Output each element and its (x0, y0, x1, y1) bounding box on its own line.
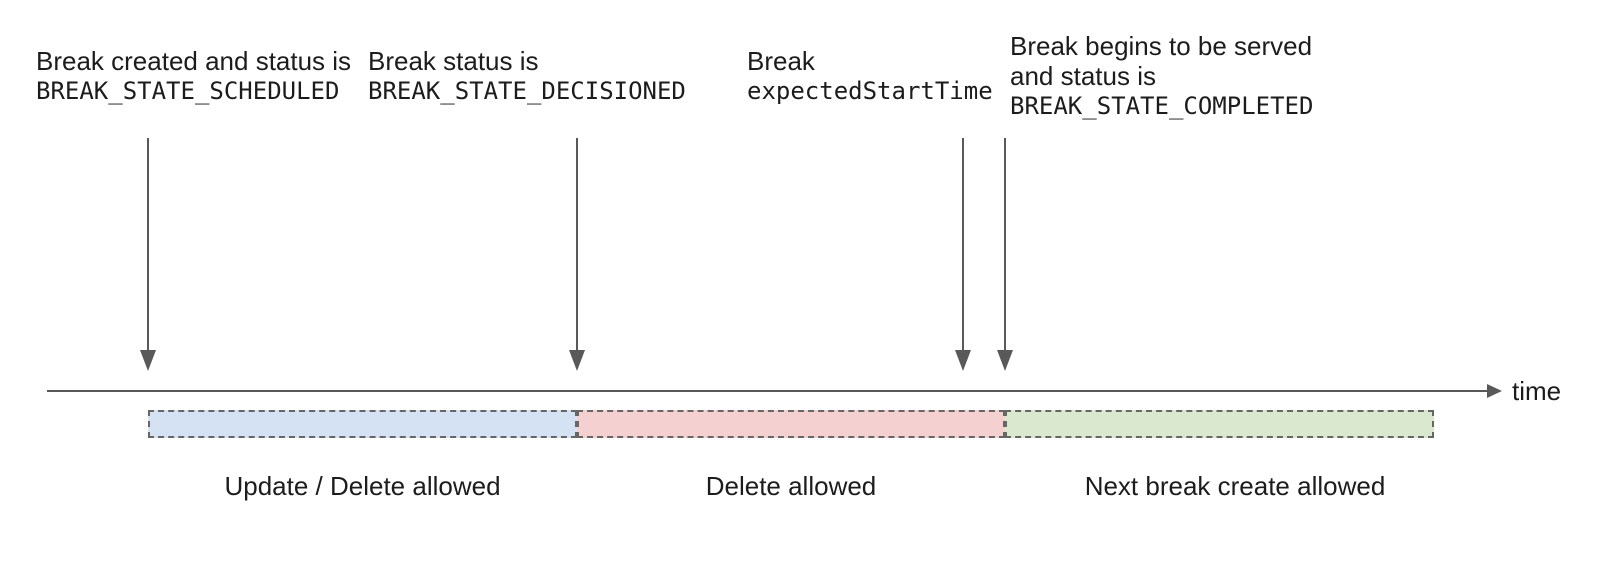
annotation-break-decisioned: Break status is BREAK_STATE_DECISIONED (368, 46, 686, 106)
segment-label-update-delete: Update / Delete allowed (224, 471, 501, 501)
segment-label-delete: Delete allowed (705, 471, 877, 501)
annotation-break-created: Break created and status is BREAK_STATE_… (36, 46, 351, 106)
annotation-text: Break created and status is (36, 46, 352, 76)
annotation-code-expected-start-time: expectedStartTime (747, 77, 993, 105)
annotation-text: Break status is (368, 46, 539, 76)
arrow-head-icon (569, 350, 585, 371)
annotation-expected-start-time: Break expectedStartTime (747, 46, 993, 106)
arrow-head-icon (997, 350, 1013, 371)
time-axis-line (47, 390, 1487, 392)
annotation-code-scheduled: BREAK_STATE_SCHEDULED (36, 77, 340, 105)
time-axis-arrow-icon (1487, 384, 1502, 398)
annotation-code-completed: BREAK_STATE_COMPLETED (1010, 92, 1314, 120)
annotation-break-completed: Break begins to be served and status is … (1010, 31, 1313, 121)
arrow-shaft (147, 138, 149, 350)
segment-next-break-create-allowed (1005, 410, 1434, 438)
segment-update-delete-allowed (148, 410, 577, 438)
segment-label-next-break-create: Next break create allowed (1084, 471, 1386, 501)
annotation-text: Break begins to be served (1010, 31, 1313, 61)
segment-delete-allowed (577, 410, 1005, 438)
annotation-text: Break (747, 46, 815, 76)
arrow-shaft (576, 138, 578, 350)
arrow-shaft (962, 138, 964, 350)
arrow-head-icon (140, 350, 156, 371)
annotation-code-decisioned: BREAK_STATE_DECISIONED (368, 77, 686, 105)
arrow-head-icon (955, 350, 971, 371)
annotation-text: and status is (1010, 61, 1156, 91)
arrow-shaft (1004, 138, 1006, 350)
time-axis-label: time (1512, 376, 1562, 406)
